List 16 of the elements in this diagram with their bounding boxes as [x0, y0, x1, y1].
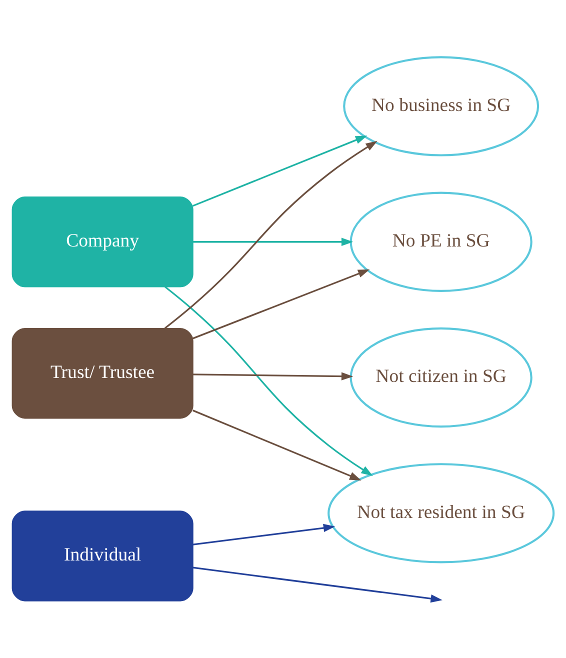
arrow — [192, 238, 354, 246]
node-box: Individual — [12, 510, 194, 602]
arrow — [192, 136, 368, 207]
node-ellipse: No PE in SG — [350, 192, 532, 292]
arrow — [164, 286, 373, 476]
node-ellipse: Not tax resident in SG — [328, 463, 555, 564]
node-box: Company — [12, 196, 194, 288]
node-ellipse: Not citizen in SG — [350, 327, 532, 428]
arrow — [192, 524, 336, 546]
arrow — [192, 566, 442, 603]
arrow — [192, 410, 362, 480]
node-box: Trust/ Trustee — [12, 328, 194, 419]
arrow — [192, 372, 354, 380]
arrow — [192, 269, 370, 340]
arrow — [164, 140, 378, 329]
node-ellipse: No business in SG — [343, 56, 540, 156]
